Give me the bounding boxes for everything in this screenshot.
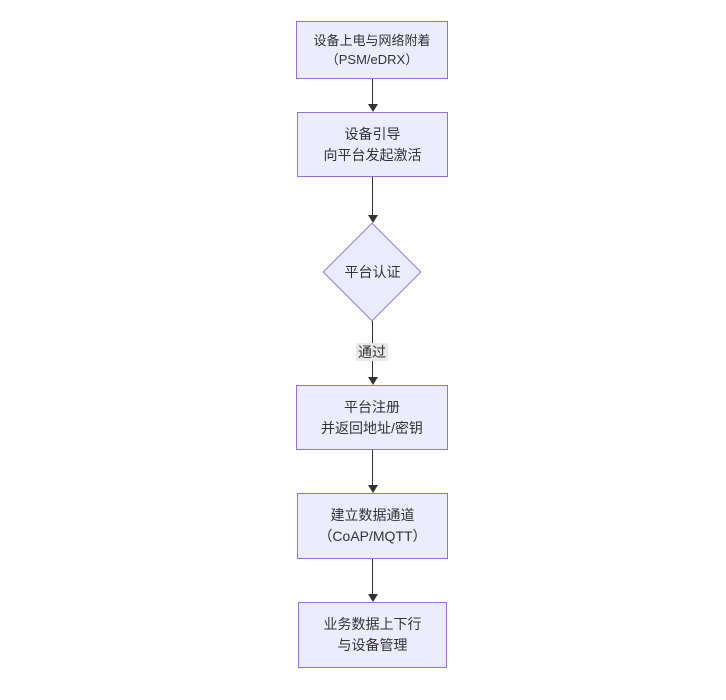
edge-connector bbox=[372, 450, 373, 486]
node-text-line: （PSM/eDRX） bbox=[325, 52, 419, 67]
edge-connector bbox=[372, 559, 373, 595]
node-text-line: 设备上电与网络附着 bbox=[313, 33, 431, 48]
arrowhead-icon bbox=[368, 215, 378, 223]
node-text-line: 平台认证 bbox=[344, 264, 401, 280]
node-text-line: 并返回地址/密钥 bbox=[321, 419, 423, 436]
node-text-line: 与设备管理 bbox=[337, 637, 408, 653]
node-device-bootstrap: 设备引导 向平台发起激活 bbox=[297, 112, 448, 177]
node-business-data: 业务数据上下行 与设备管理 bbox=[298, 602, 447, 668]
decision-platform-auth: 平台认证 bbox=[322, 222, 423, 322]
edge-connector bbox=[372, 177, 373, 216]
node-text-line: 建立数据通道 bbox=[330, 507, 415, 523]
node-text-line: 平台注册 bbox=[344, 398, 400, 415]
edge-label-pass: 通过 bbox=[356, 343, 388, 361]
node-device-power-attach: 设备上电与网络附着 （PSM/eDRX） bbox=[296, 21, 448, 79]
node-text-line: 业务数据上下行 bbox=[323, 616, 422, 632]
arrowhead-icon bbox=[368, 485, 378, 493]
edge-connector bbox=[372, 79, 373, 105]
arrowhead-icon bbox=[368, 104, 378, 112]
node-data-channel: 建立数据通道 （CoAP/MQTT） bbox=[297, 493, 448, 559]
arrowhead-icon bbox=[368, 377, 378, 385]
node-text-line: 设备引导 bbox=[344, 125, 401, 142]
node-platform-register: 平台注册 并返回地址/密钥 bbox=[296, 385, 448, 450]
node-text-line: （CoAP/MQTT） bbox=[318, 528, 427, 544]
arrowhead-icon bbox=[368, 594, 378, 602]
node-text-line: 向平台发起激活 bbox=[323, 146, 422, 163]
